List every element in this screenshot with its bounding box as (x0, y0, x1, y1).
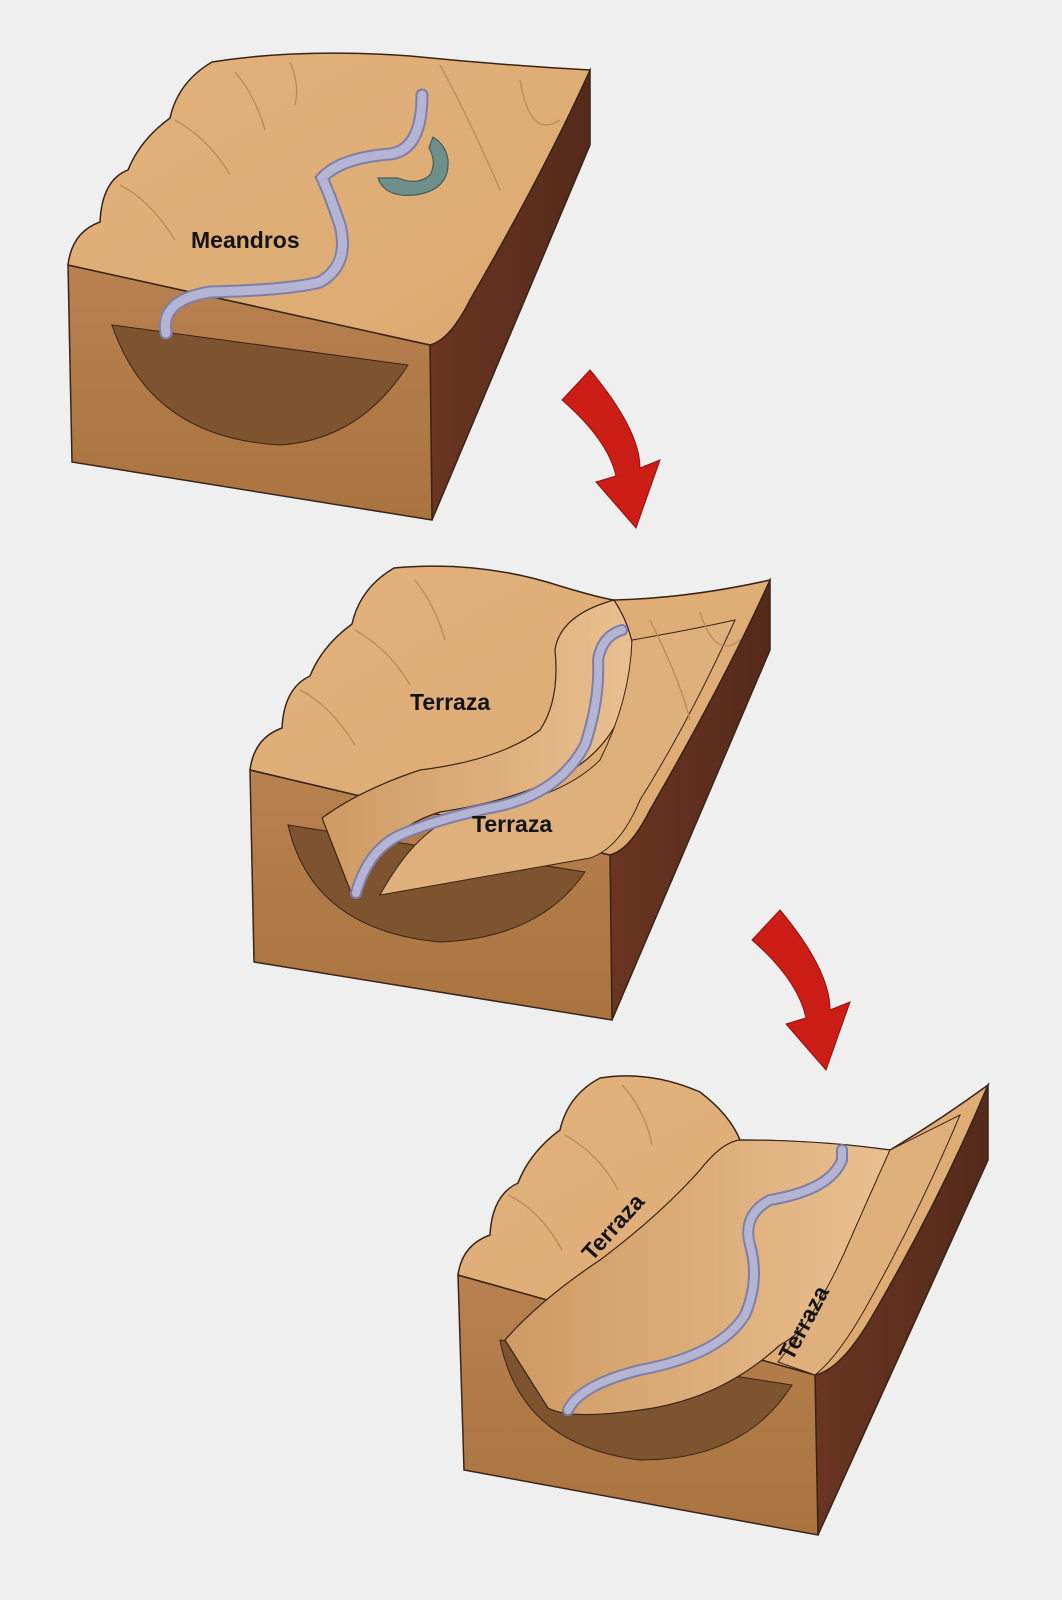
stage-1-valley-section (111, 324, 409, 446)
stage-2-label-upper-terrace: Terraza (410, 689, 490, 715)
stage-3-right-terrace (777, 1113, 961, 1376)
stage-1-oxbow-lake (377, 136, 449, 196)
stage-2-block: Terraza Terraza (249, 565, 772, 1021)
stage-2-terrace-slope (321, 599, 635, 897)
stage-1-block: Meandros (67, 52, 592, 521)
stage-2-hill-contours (299, 579, 741, 746)
stage-3-block: Terraza Terraza (457, 1075, 990, 1536)
stage-1-label-meandros: Meandros (191, 227, 300, 253)
stage-1-hill-contours (119, 61, 561, 241)
curved-arrow-down-icon (751, 909, 851, 1071)
curved-arrow-down-icon (561, 369, 661, 529)
stage-3-hill-contours (507, 1084, 653, 1251)
stage-2-label-lower-terrace: Terraza (472, 811, 552, 837)
